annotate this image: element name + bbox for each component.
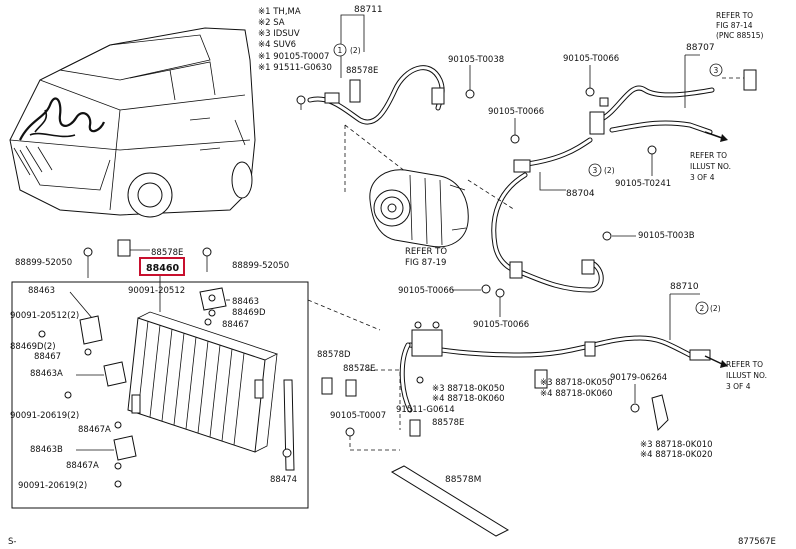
legend-part-2: ※1 91511-G0630	[258, 63, 332, 73]
compressor: REFER TO FIG 87-19	[369, 169, 469, 268]
label-90105-T0241[interactable]: 90105-T0241	[615, 179, 671, 189]
label-88469D-l[interactable]: 88469D(2)	[10, 342, 56, 352]
ref-illust-b-line3[interactable]: 3 OF 4	[726, 382, 751, 391]
callout-2-left	[307, 299, 381, 331]
label-88463A[interactable]: 88463A	[30, 369, 63, 379]
label-90105-T0007[interactable]: 90105-T0007	[330, 411, 386, 421]
ref-illust-b-line2[interactable]: ILLUST NO.	[726, 371, 767, 380]
block-fitting	[411, 329, 443, 357]
label-88899-left[interactable]: 88899-52050	[15, 258, 72, 268]
ref-illust-a-line3[interactable]: 3 OF 4	[690, 173, 715, 182]
label-90179-06264[interactable]: 90179-06264	[610, 373, 667, 383]
ref-fig-87-19-line2[interactable]: FIG 87-19	[405, 258, 446, 268]
label-90091-20619-b[interactable]: 90091-20619(2)	[18, 481, 87, 491]
label-88469D-r[interactable]: 88469D	[232, 308, 266, 318]
callout-1-mark: 1	[338, 46, 343, 55]
label-90105-T003B[interactable]: 90105-T003B	[638, 231, 695, 241]
label-88578E-mid[interactable]: 88578E	[343, 364, 375, 374]
label-88467-r[interactable]: 88467	[222, 320, 249, 330]
legend-line-2: ※2 SA	[258, 18, 285, 28]
ref-fig-87-14-line2[interactable]: FIG 87-14	[716, 21, 753, 30]
label-88460[interactable]: 88460	[146, 263, 179, 274]
label-88718-0K060-b[interactable]: ※4 88718-0K060	[540, 389, 613, 399]
callout-1-circle	[333, 43, 347, 57]
label-88474[interactable]: 88474	[270, 475, 297, 485]
legend: ※1 TH,MA ※2 SA ※3 IDSUV ※4 SUV6 ※1 90105…	[258, 7, 332, 73]
label-90091-20619-a[interactable]: 90091-20619(2)	[10, 411, 79, 421]
label-90105-T0066-c[interactable]: 90105-T0066	[398, 286, 454, 296]
ref-fig-87-19-line1[interactable]: REFER TO	[405, 247, 447, 257]
callout-3-circle-mid	[588, 163, 602, 177]
label-88467A-a[interactable]: 88467A	[78, 425, 111, 435]
callout-3-mark-mid: 3	[593, 166, 598, 175]
receiver-fitting	[743, 69, 757, 91]
label-88578E-top[interactable]: 88578E	[346, 66, 378, 76]
label-88463-a[interactable]: 88463	[28, 286, 55, 296]
discharge-hose-group: 90105-T0066 90105-T0066 88707 3 REFER TO…	[467, 11, 764, 275]
ref-illust-a-line1[interactable]: REFER TO	[690, 151, 727, 160]
callout-3-circle-top	[709, 63, 723, 77]
label-88710[interactable]: 88710	[670, 282, 699, 292]
label-88578E-cond[interactable]: 88578E	[151, 248, 183, 258]
ref-illust-a-line2[interactable]: ILLUST NO.	[690, 162, 731, 171]
condenser-core	[127, 317, 266, 453]
label-90105-T0038[interactable]: 90105-T0038	[448, 55, 504, 65]
label-90105-T0066-b[interactable]: 90105-T0066	[488, 107, 544, 117]
label-88467-l[interactable]: 88467	[34, 352, 61, 362]
label-88718-0K050[interactable]: ※3 88718-0K050	[432, 384, 505, 394]
label-88718-0K050-b[interactable]: ※3 88718-0K050	[540, 378, 613, 388]
legend-line-4: ※4 SUV6	[258, 40, 296, 50]
condenser-group: 88899-52050 88578E 88460 88899-52050 884…	[10, 239, 309, 509]
label-88704[interactable]: 88704	[566, 189, 595, 199]
ref-fig-87-14-line1[interactable]: REFER TO	[716, 11, 753, 20]
label-88899-right[interactable]: 88899-52050	[232, 261, 289, 271]
label-88707[interactable]: 88707	[686, 43, 715, 53]
callout-1-qty: (2)	[350, 46, 361, 55]
seal-strip	[390, 465, 510, 537]
callout-3-qty: (2)	[604, 166, 615, 175]
label-88467A-b[interactable]: 88467A	[66, 461, 99, 471]
vehicle-illustration	[9, 27, 256, 218]
legend-line-1: ※1 TH,MA	[258, 7, 301, 17]
label-88463B[interactable]: 88463B	[30, 445, 63, 455]
highlight-88460	[139, 257, 185, 276]
label-88711[interactable]: 88711	[354, 5, 383, 15]
label-88463-b[interactable]: 88463	[232, 297, 259, 307]
label-88578E-low[interactable]: 88578E	[432, 418, 464, 428]
label-88578D[interactable]: 88578D	[317, 350, 351, 360]
callout-2-mark-right: 2	[700, 304, 705, 313]
footer-left: S-	[8, 537, 16, 547]
label-88718-0K010[interactable]: ※3 88718-0K010	[640, 440, 713, 450]
label-88718-0K020[interactable]: ※4 88718-0K020	[640, 450, 713, 460]
label-90091-20512-b[interactable]: 90091-20512(2)	[10, 311, 79, 321]
legend-part-1: ※1 90105-T0007	[258, 52, 329, 62]
label-91511-G0614[interactable]: 91511-G0614	[396, 405, 455, 415]
label-88718-0K060[interactable]: ※4 88718-0K060	[432, 394, 505, 404]
ref-illust-b-line1[interactable]: REFER TO	[726, 360, 763, 369]
ref-fig-87-14-line3[interactable]: (PNC 88515)	[716, 31, 764, 40]
callout-2-circle-right	[695, 301, 709, 315]
label-90105-T0066-a[interactable]: 90105-T0066	[563, 54, 619, 64]
callout-3-mark-top: 3	[714, 66, 719, 75]
suction-hose-group: 88711 1 (2) 88578E 90105-T0038	[296, 5, 504, 195]
label-90091-20512-a[interactable]: 90091-20512	[128, 286, 185, 296]
callout-2-qty-right: (2)	[710, 304, 721, 313]
footer-code: 877567E	[738, 537, 776, 547]
label-90105-T0066-d[interactable]: 90105-T0066	[473, 320, 529, 330]
label-88578M[interactable]: 88578M	[445, 475, 481, 485]
liquid-pipe-group: 90105-T0066 90105-T0066 88710 2 (2) REFE…	[317, 259, 767, 537]
legend-line-3: ※3 IDSUV	[258, 29, 300, 39]
